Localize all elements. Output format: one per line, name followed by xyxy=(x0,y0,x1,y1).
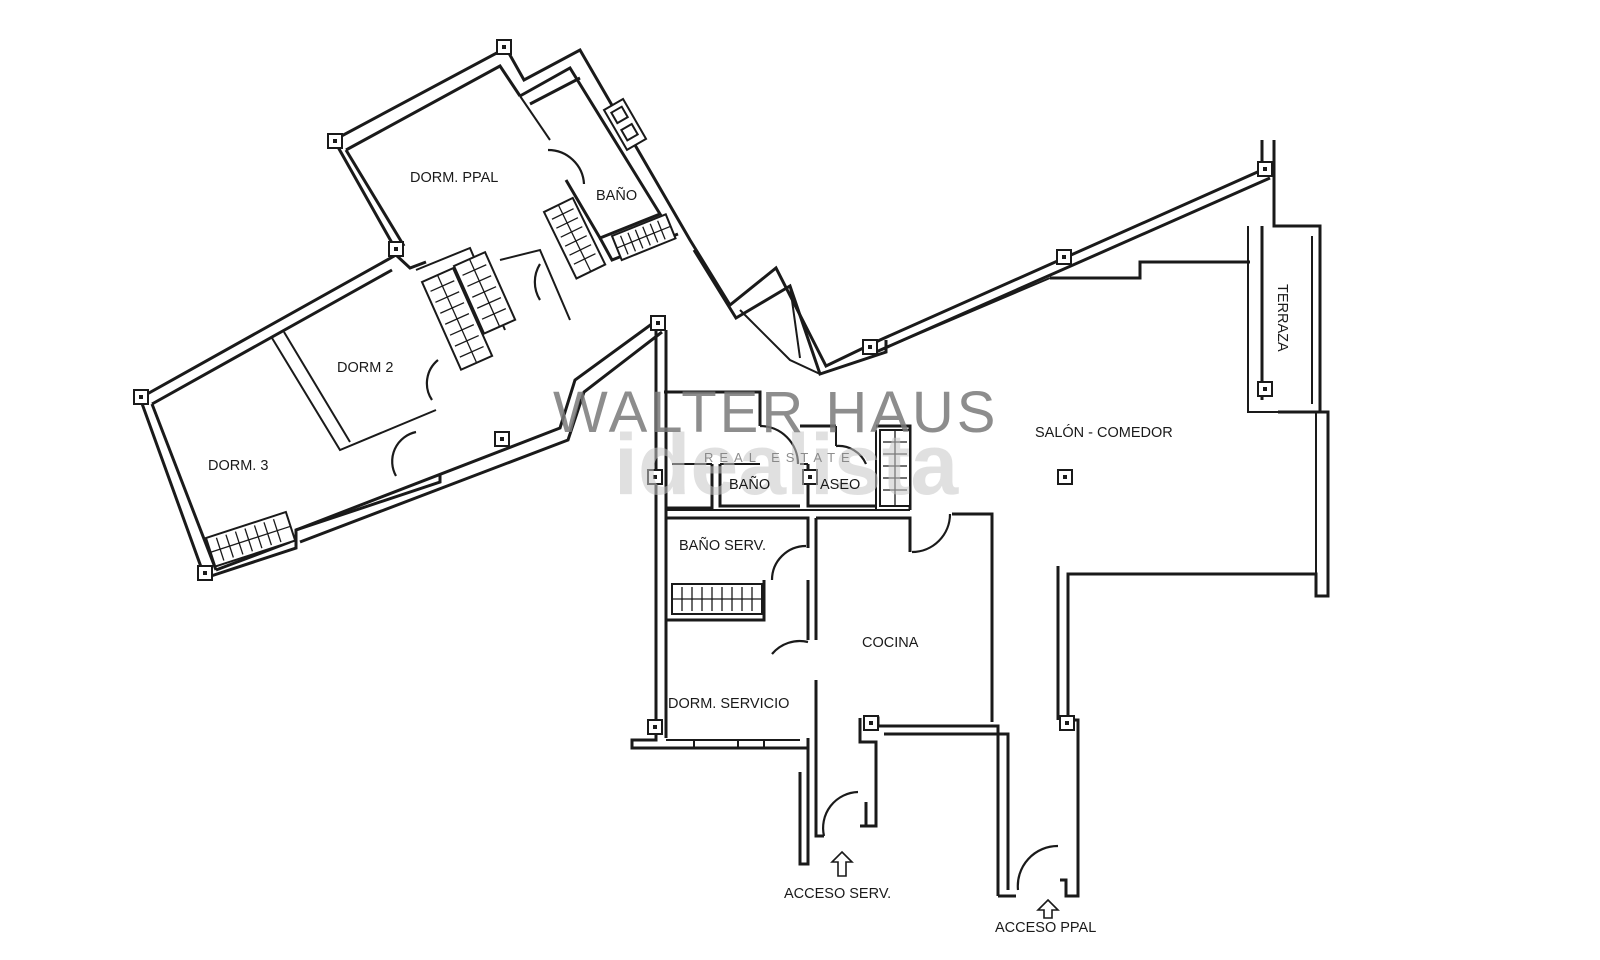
column-marker xyxy=(1257,381,1273,397)
closet-aseo xyxy=(879,429,911,507)
room-label-dorm-2: DORM 2 xyxy=(337,360,393,376)
room-label-bano-ppal: BAÑO xyxy=(596,187,637,204)
bedroom-wing-walls xyxy=(138,45,1263,580)
column-marker xyxy=(1257,161,1273,177)
column-marker xyxy=(1059,715,1075,731)
room-label-cocina: COCINA xyxy=(862,635,919,651)
watermark-portal: idealista xyxy=(614,417,959,513)
closet-dorm-2 xyxy=(420,266,494,372)
column-marker xyxy=(388,241,404,257)
room-label-bano-serv: BAÑO SERV. xyxy=(679,537,766,554)
room-label-dorm-servicio: DORM. SERVICIO xyxy=(668,696,789,712)
closet-bano xyxy=(610,212,677,262)
column-marker xyxy=(1057,469,1073,485)
room-label-dorm-ppal: DORM. PPAL xyxy=(410,170,498,186)
column-marker xyxy=(494,431,510,447)
column-marker xyxy=(327,133,343,149)
column-marker xyxy=(133,389,149,405)
structural-columns xyxy=(133,39,1273,735)
column-marker xyxy=(197,565,213,581)
closets xyxy=(204,97,911,615)
watermark-tagline: REAL ESTATE xyxy=(704,450,856,465)
room-label-dorm-3: DORM. 3 xyxy=(208,458,268,474)
closet-dorm-ppal-a xyxy=(542,196,607,280)
closet-dorm-ppal-b xyxy=(452,250,517,335)
room-labels: DORM. PPAL BAÑO DORM 2 DORM. 3 TERRAZA S… xyxy=(208,170,1290,712)
up-arrow-icon xyxy=(1036,898,1060,919)
column-marker xyxy=(802,469,818,485)
column-marker xyxy=(647,719,663,735)
room-label-aseo: ASEO xyxy=(820,477,860,493)
column-marker xyxy=(1056,249,1072,265)
column-marker xyxy=(862,339,878,355)
access-markers: ACCESO SERV. ACCESO PPAL xyxy=(784,850,1096,936)
watermark-brand: WALTER HAUS xyxy=(553,380,999,445)
room-label-terraza: TERRAZA xyxy=(1274,284,1290,352)
closet-dorm-3 xyxy=(204,510,297,568)
column-marker xyxy=(650,315,666,331)
doors xyxy=(391,148,1059,891)
column-marker xyxy=(647,469,663,485)
up-arrow-icon xyxy=(830,850,854,877)
access-label-servicio: ACCESO SERV. xyxy=(784,886,891,902)
closet-dorm-servicio xyxy=(671,583,763,615)
access-label-principal: ACCESO PPAL xyxy=(995,920,1096,936)
watermark: idealista WALTER HAUS REAL ESTATE xyxy=(553,380,999,513)
room-label-bano: BAÑO xyxy=(729,476,770,493)
column-marker xyxy=(863,715,879,731)
room-label-salon-comedor: SALÓN - COMEDOR xyxy=(1035,424,1173,441)
main-area-walls xyxy=(630,140,1330,898)
column-marker xyxy=(496,39,512,55)
